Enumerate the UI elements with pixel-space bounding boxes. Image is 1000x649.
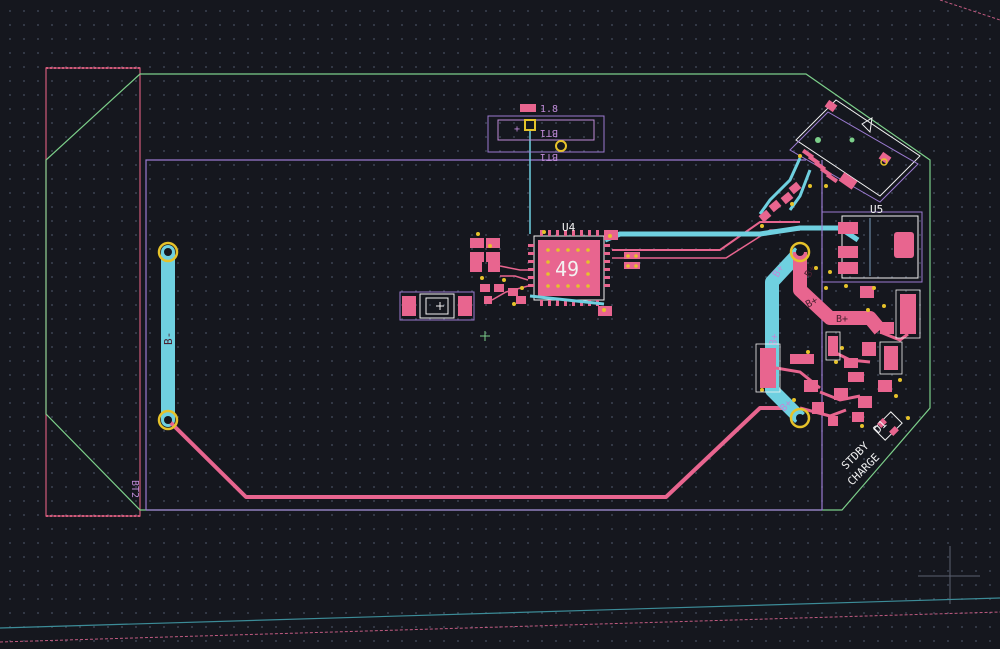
label-b-minus: B- <box>162 332 175 345</box>
u4-ref: U4 <box>562 221 576 234</box>
bt1-ref: BT1 <box>540 151 558 162</box>
bt1-ref-mirror: BT1 <box>540 127 558 138</box>
u5-regulator[interactable] <box>821 211 923 283</box>
grid-origin-crosshair <box>918 546 980 604</box>
u4-pad-number: 49 <box>555 257 579 281</box>
bt2-pads[interactable] <box>157 241 179 431</box>
fab-outline <box>145 159 806 510</box>
charger-vias <box>760 266 910 428</box>
cursor-crosshair <box>480 331 490 341</box>
u4-passives-left[interactable] <box>470 238 526 304</box>
b-plus-pads[interactable] <box>789 241 811 429</box>
trace-top-back[interactable] <box>604 225 860 243</box>
voltage-label: 1.8 <box>540 104 558 115</box>
bt1-footprint[interactable] <box>487 104 605 153</box>
u4-vias-left <box>476 232 524 306</box>
label-b-plus-3: B+ <box>836 314 848 325</box>
trace-b-plus-front[interactable] <box>793 252 886 335</box>
trace-ground-front[interactable] <box>166 406 790 499</box>
charger-courtyards <box>755 289 921 393</box>
u5-ref: U5 <box>870 203 883 216</box>
charger-traces <box>775 330 909 418</box>
board-outline[interactable] <box>45 73 931 511</box>
usb-traces <box>758 154 828 228</box>
u4-vias-right <box>542 230 638 312</box>
crystal-footprint[interactable] <box>399 291 475 321</box>
trace-b-plus-back[interactable] <box>765 247 806 423</box>
label-b-plus-2: B+ <box>804 295 820 311</box>
d1-led[interactable] <box>873 411 903 441</box>
d1-ref: D1 <box>871 418 890 437</box>
u4-chip[interactable] <box>528 230 610 306</box>
bt1-plus-label: + <box>514 124 520 135</box>
usb-connector[interactable] <box>789 99 921 203</box>
label-b-plus-5: B+ <box>768 333 781 347</box>
bt2-courtyard[interactable] <box>45 67 141 517</box>
charger-components[interactable] <box>760 286 916 426</box>
label-b-plus-4: B+ <box>771 264 787 280</box>
bt2-ref: BT2 <box>129 480 140 498</box>
